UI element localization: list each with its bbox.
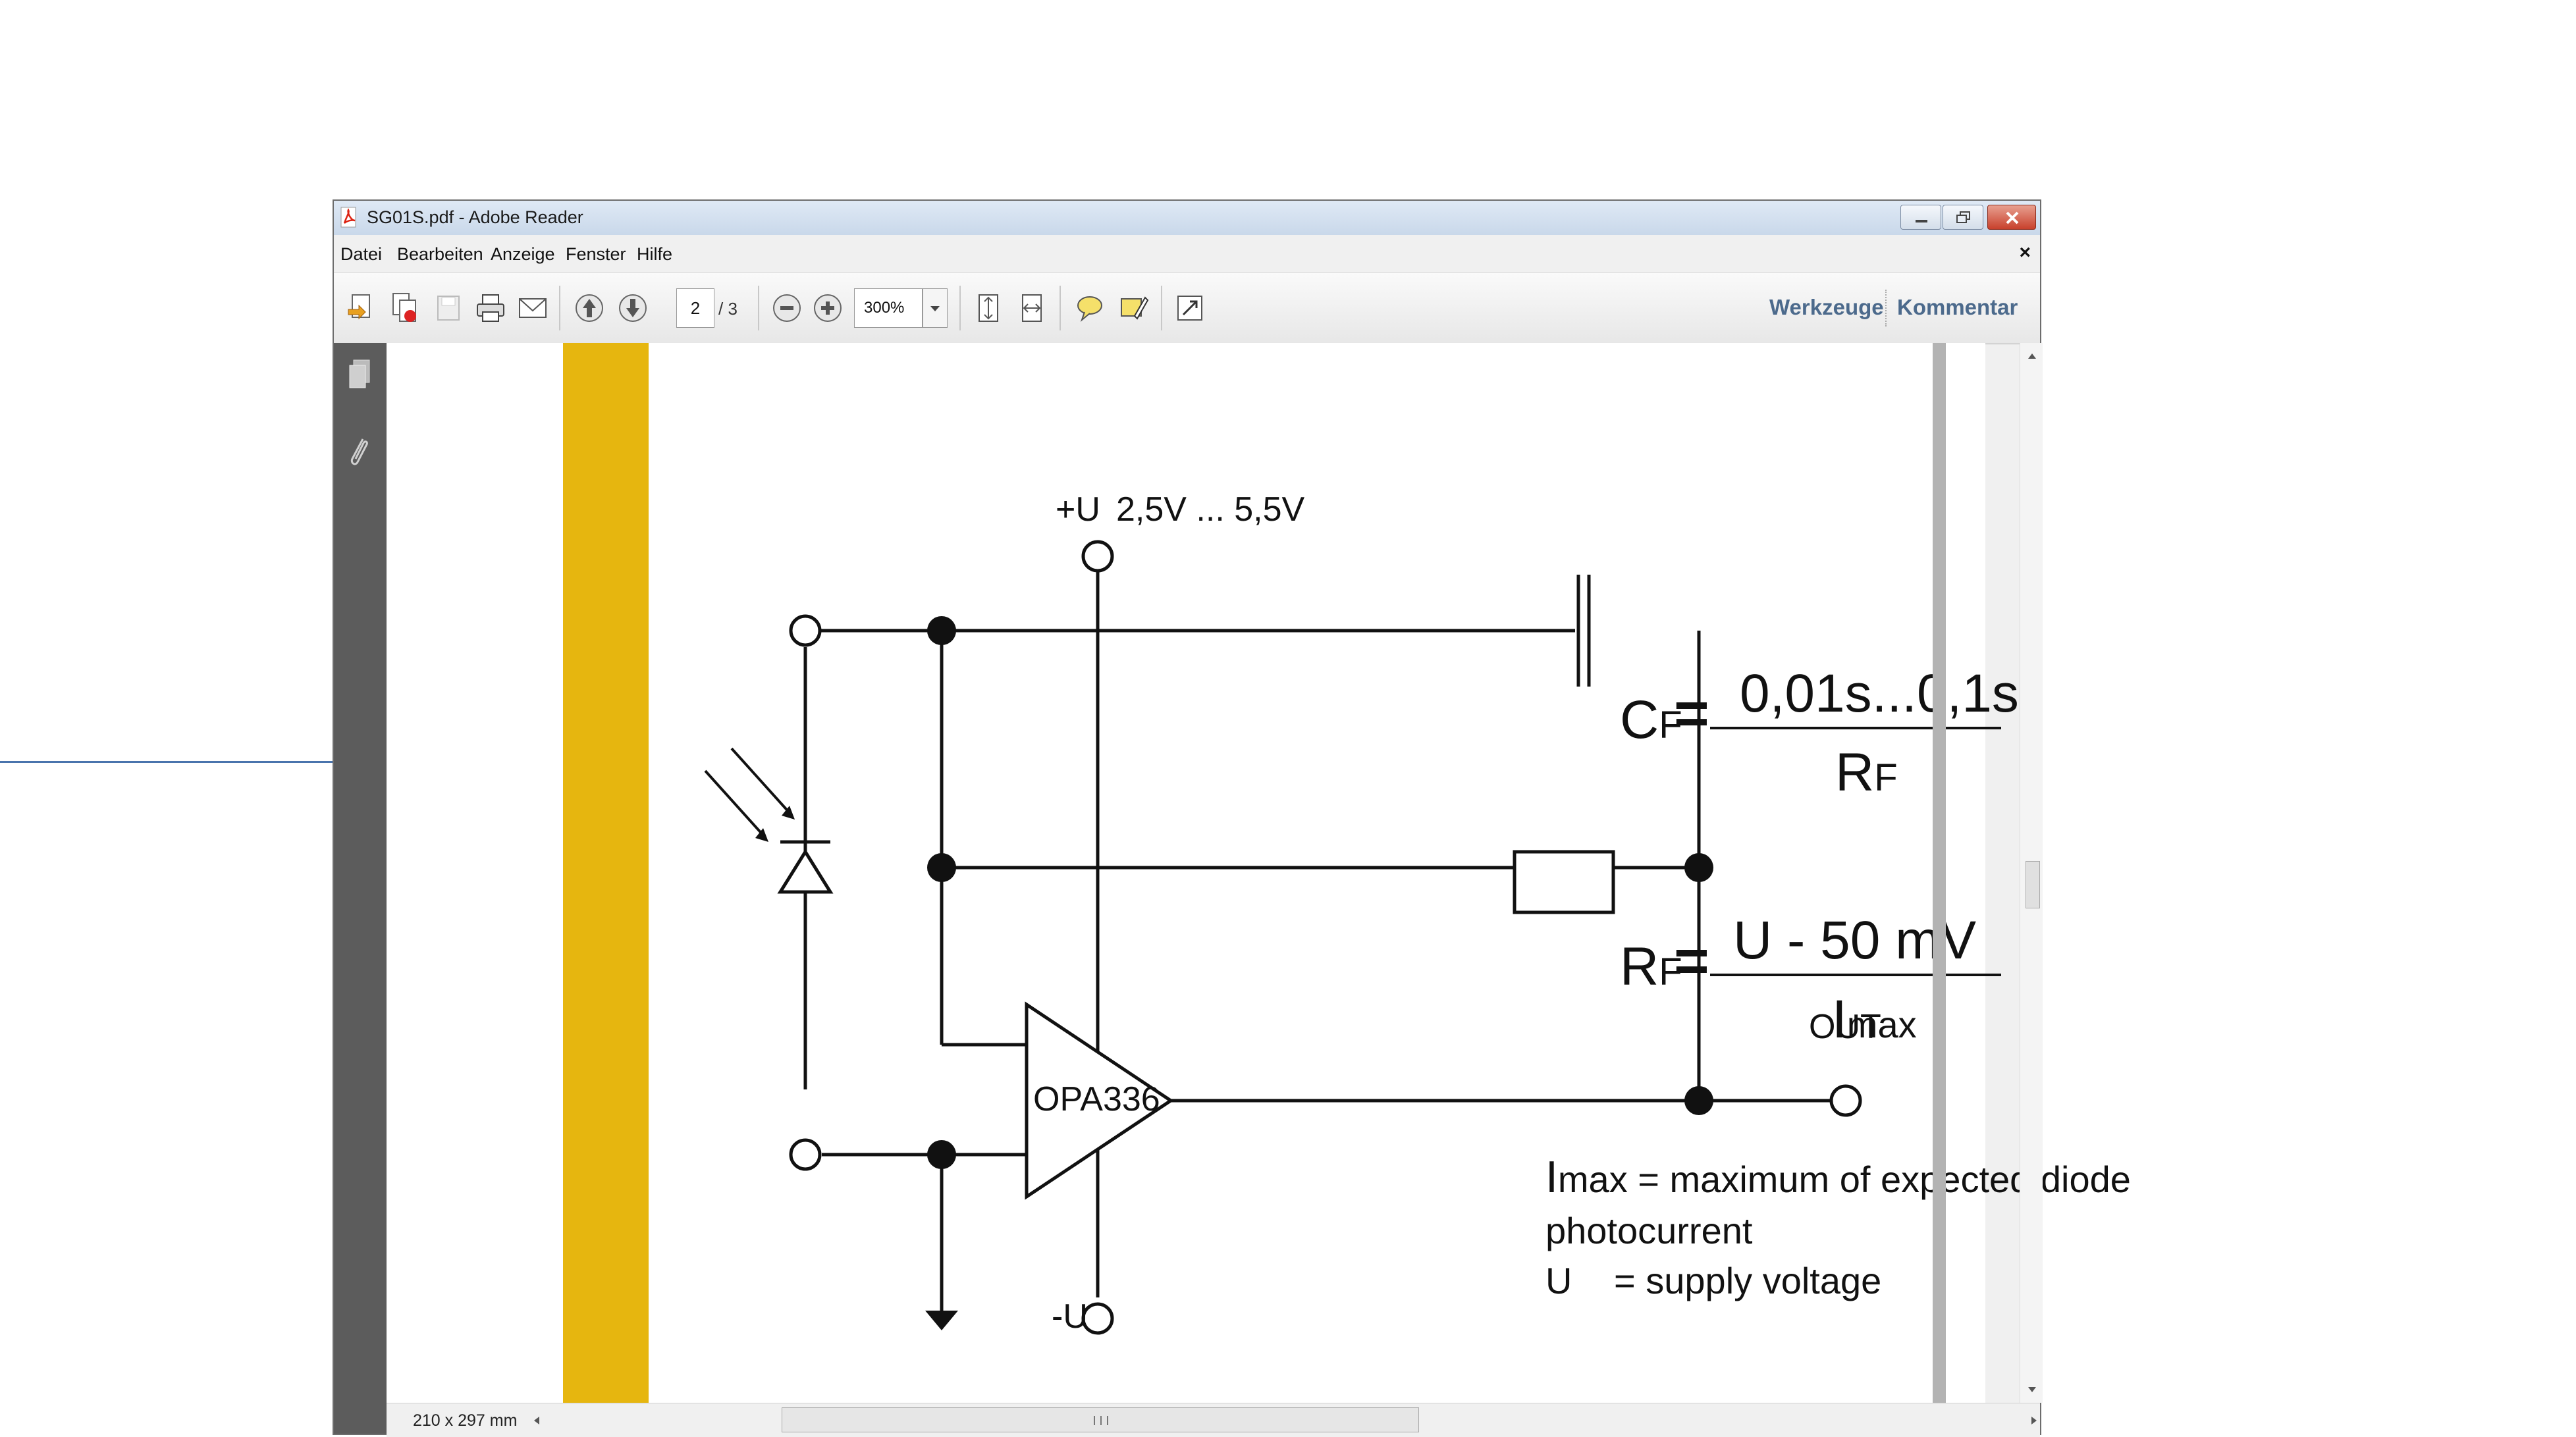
fit-page-icon[interactable] [970,290,1007,327]
chevron-down-icon [930,306,940,311]
menu-bearbeiten[interactable]: Bearbeiten [397,244,483,264]
restore-button[interactable] [1943,205,1983,230]
pages-icon[interactable] [343,357,377,397]
tools-button[interactable]: Werkzeuge [1769,295,1884,319]
status-bar: 210 x 297 mm [387,1403,2040,1437]
save-icon[interactable] [430,290,467,327]
toolbar-separator [1161,286,1162,330]
comment-icon[interactable] [1071,290,1108,327]
scroll-down-icon[interactable] [2026,1383,2039,1395]
opamp-symbol [1025,1001,1174,1200]
capacitor-symbol [1575,575,1592,687]
scroll-right-icon[interactable] [2027,1414,2039,1427]
title-bar: SG01S.pdf - Adobe Reader [334,201,2040,236]
combine-files-icon[interactable] [387,290,423,327]
menu-hilfe[interactable]: Hilfe [637,244,673,264]
attachments-icon[interactable] [343,434,377,473]
opamp-label: OPA336 [1033,1080,1160,1118]
scroll-left-icon[interactable] [531,1414,543,1427]
toolbar-separator [758,286,759,330]
supply-range-label: 2,5V ... 5,5V [1116,490,1304,529]
toolbar-separator [959,286,961,330]
pdf-app-icon [340,207,356,228]
zoom-dropdown[interactable] [923,288,948,328]
rf-denominator: Imax [1832,989,1917,1049]
u-note-definition: = supply voltage [1614,1260,1881,1301]
u-note-symbol: U [1545,1260,1572,1301]
highlight-icon[interactable] [1115,290,1152,327]
close-window-button[interactable] [1987,205,2036,230]
minimize-button[interactable] [1900,205,1941,230]
toolbar-separator [1885,290,1887,327]
menu-datei[interactable]: Datei [340,244,383,264]
page-edge-shadow [1933,343,1946,1403]
vertical-scroll-thumb[interactable] [2026,861,2040,908]
terminals [789,540,1862,1335]
scroll-up-icon[interactable] [2026,351,2039,363]
menu-bar: Datei Bearbeiten Anzeige Fenster Hilfe × [334,235,2040,272]
junction-dots [927,616,1713,1169]
create-pdf-icon[interactable] [343,290,380,327]
rf-symbol: RF [1620,937,1682,997]
zoom-in-icon[interactable] [809,290,846,327]
previous-page-icon[interactable] [571,290,608,327]
menu-anzeige[interactable]: Anzeige [491,244,555,264]
zoom-level-input[interactable]: 300% [854,288,923,328]
imax-note: Imax = maximum of expected diode [1545,1152,2131,1202]
rf-equals: = [1674,928,1709,995]
print-icon[interactable] [472,290,509,327]
cf-symbol: CF [1620,690,1682,750]
document-page: +U 2,5V ... 5,5V -U OPA336 OUT CF = 0,01… [387,343,2131,1403]
grip-icon [1094,1416,1108,1425]
email-icon[interactable] [514,290,551,327]
navigation-panel [334,343,387,1434]
cf-numerator: 0,01s...0,1s [1740,664,2019,723]
cf-denominator: RF [1835,743,1898,802]
vertical-scrollbar[interactable] [2020,343,2043,1403]
ground-symbol [925,1311,958,1330]
window-title: SG01S.pdf - Adobe Reader [367,207,583,227]
next-page-icon[interactable] [614,290,651,327]
full-screen-icon[interactable] [1171,290,1208,327]
fit-width-icon[interactable] [1013,290,1050,327]
menu-fenster[interactable]: Fenster [566,244,626,264]
out-label: OUT [1809,1008,1881,1046]
page-total: / 3 [718,299,738,319]
photocurrent-note: photocurrent [1545,1210,1753,1251]
toolbar-separator [1060,286,1061,330]
toolbar: 2 / 3 300% [334,272,2040,344]
close-document-button[interactable]: × [2019,242,2031,263]
circuit-diagram: +U 2,5V ... 5,5V -U OPA336 OUT CF = 0,01… [704,490,2131,1336]
resistor-symbol [1513,850,1615,914]
plus-u-label: +U [1056,490,1100,529]
toolbar-separator [559,286,560,330]
page-number-input[interactable]: 2 [676,288,714,328]
photodiode-symbol [704,747,834,894]
comment-button[interactable]: Kommentar [1897,295,2018,319]
page-size-label: 210 x 297 mm [413,1411,518,1430]
decorative-line [0,761,335,763]
minus-u-label: -U [1052,1297,1088,1336]
yellow-margin-stripe [563,343,649,1403]
cf-equals: = [1674,680,1709,747]
horizontal-scrollbar[interactable] [531,1407,2039,1432]
horizontal-scroll-thumb[interactable] [782,1407,1419,1432]
zoom-out-icon[interactable] [768,290,805,327]
adobe-reader-window: SG01S.pdf - Adobe Reader Datei Bearbeite… [333,199,2131,1437]
